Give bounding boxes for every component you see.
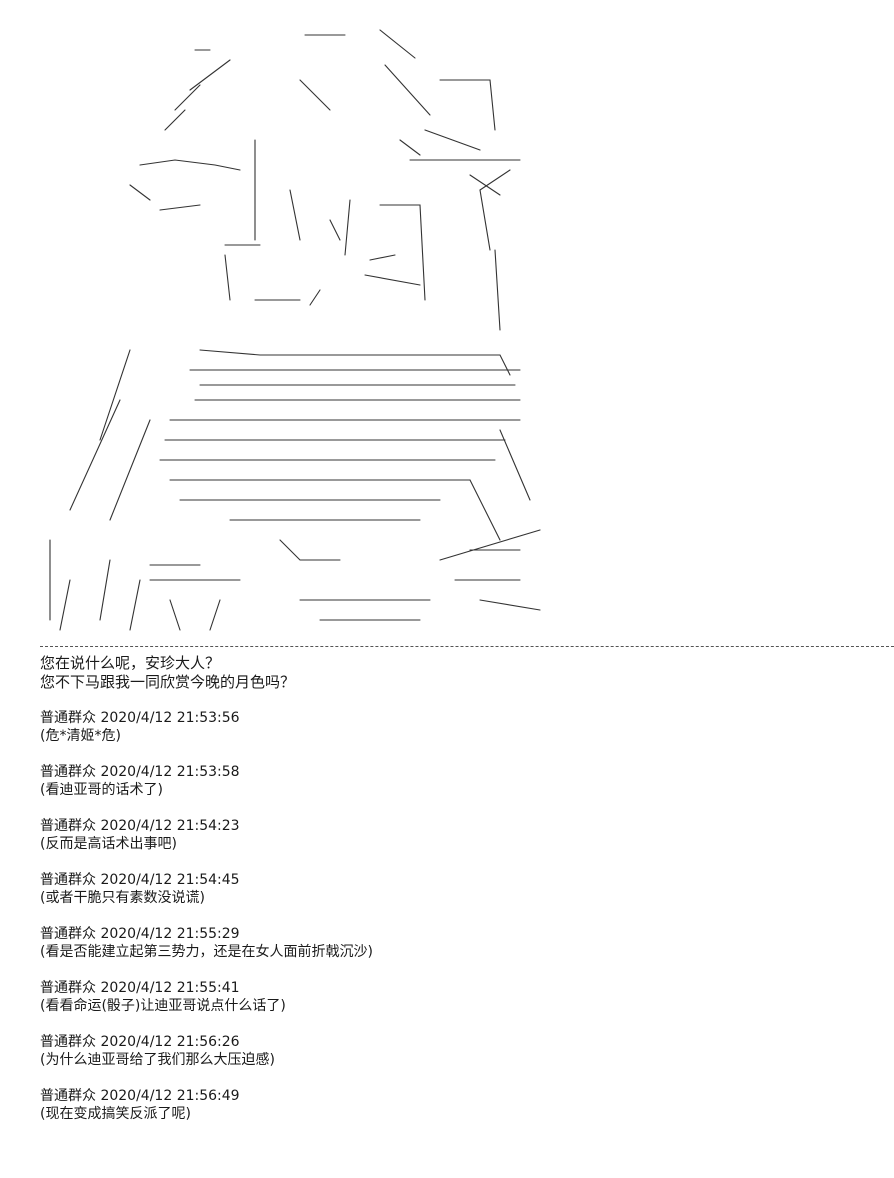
comment-text: (看迪亚哥的话术了) bbox=[40, 782, 163, 798]
comment-time: 2020/4/12 21:55:29 bbox=[100, 926, 240, 942]
comment-meta: 普通群众 2020/4/12 21:56:26 bbox=[40, 1033, 880, 1051]
comment-time: 2020/4/12 21:53:56 bbox=[100, 710, 240, 726]
comment-time: 2020/4/12 21:56:26 bbox=[100, 1034, 240, 1050]
dialog-line: 您在说什么呢，安珍大人？ bbox=[40, 654, 221, 672]
comment-meta: 普通群众 2020/4/12 21:53:58 bbox=[40, 763, 880, 781]
comment-user: 普通群众 bbox=[40, 818, 96, 834]
dialog-line: 您不下马跟我一同欣赏今晚的月色吗？ bbox=[40, 673, 296, 691]
eye-right bbox=[364, 254, 421, 286]
comment-user: 普通群众 bbox=[40, 764, 96, 780]
comment-meta: 普通群众 2020/4/12 21:56:49 bbox=[40, 1087, 880, 1105]
comment-item: 普通群众 2020/4/12 21:55:41 (看看命运(骰子)让迪亚哥说点什… bbox=[40, 979, 880, 1033]
comment-item: 普通群众 2020/4/12 21:53:58 (看迪亚哥的话术了) bbox=[40, 763, 880, 817]
comment-list: 普通群众 2020/4/12 21:53:56 (危*清姬*危) 普通群众 20… bbox=[40, 709, 880, 1141]
comment-text: (危*清姬*危) bbox=[40, 728, 121, 744]
comment-item: 普通群众 2020/4/12 21:54:45 (或者干脆只有素数没说谎) bbox=[40, 871, 880, 925]
comment-time: 2020/4/12 21:53:58 bbox=[100, 764, 240, 780]
comment-user: 普通群众 bbox=[40, 980, 96, 996]
comment-meta: 普通群众 2020/4/12 21:55:41 bbox=[40, 979, 880, 997]
robe-lines bbox=[159, 419, 521, 521]
comment-meta: 普通群众 2020/4/12 21:55:29 bbox=[40, 925, 880, 943]
hair-outline bbox=[129, 159, 521, 201]
comment-text: (看看命运(骰子)让迪亚哥说点什么话了) bbox=[40, 998, 286, 1014]
comment-time: 2020/4/12 21:55:41 bbox=[100, 980, 240, 996]
robe-diagonals bbox=[69, 349, 531, 541]
comment-meta: 普通群众 2020/4/12 21:53:56 bbox=[40, 709, 880, 727]
comment-user: 普通群众 bbox=[40, 926, 96, 942]
comment-item: 普通群众 2020/4/12 21:54:23 (反而是高话术出事吧) bbox=[40, 817, 880, 871]
sleeve-detail bbox=[149, 529, 541, 581]
eye-left bbox=[224, 244, 261, 301]
comment-item: 普通群众 2020/4/12 21:53:56 (危*清姬*危) bbox=[40, 709, 880, 763]
face-outline bbox=[159, 139, 501, 331]
lower-body bbox=[49, 539, 541, 631]
comment-user: 普通群众 bbox=[40, 710, 96, 726]
comment-time: 2020/4/12 21:56:49 bbox=[100, 1088, 240, 1104]
comment-user: 普通群众 bbox=[40, 1034, 96, 1050]
comment-item: 普通群众 2020/4/12 21:56:49 (现在变成搞笑反派了呢) bbox=[40, 1087, 880, 1141]
comment-time: 2020/4/12 21:54:23 bbox=[100, 818, 240, 834]
comment-text: (或者干脆只有素数没说谎) bbox=[40, 890, 205, 906]
comment-user: 普通群众 bbox=[40, 872, 96, 888]
comment-text: (为什么迪亚哥给了我们那么大压迫感) bbox=[40, 1052, 275, 1068]
comment-time: 2020/4/12 21:54:45 bbox=[100, 872, 240, 888]
collar bbox=[189, 349, 521, 401]
comment-text: (现在变成搞笑反派了呢) bbox=[40, 1106, 191, 1122]
comment-item: 普通群众 2020/4/12 21:55:29 (看是否能建立起第三势力，还是在… bbox=[40, 925, 880, 979]
dialog-block: 您在说什么呢，安珍大人？ 您不下马跟我一同欣赏今晚的月色吗？ bbox=[40, 654, 880, 692]
mouth bbox=[254, 289, 321, 306]
comment-item: 普通群众 2020/4/12 21:56:26 (为什么迪亚哥给了我们那么大压迫… bbox=[40, 1033, 880, 1087]
hat-outline bbox=[164, 29, 496, 156]
comment-meta: 普通群众 2020/4/12 21:54:23 bbox=[40, 817, 880, 835]
comment-meta: 普通群众 2020/4/12 21:54:45 bbox=[40, 871, 880, 889]
ascii-art-illustration bbox=[49, 29, 541, 631]
divider-line bbox=[40, 646, 894, 647]
comment-user: 普通群众 bbox=[40, 1088, 96, 1104]
comment-text: (看是否能建立起第三势力，还是在女人面前折戟沉沙) bbox=[40, 944, 373, 960]
comment-text: (反而是高话术出事吧) bbox=[40, 836, 177, 852]
